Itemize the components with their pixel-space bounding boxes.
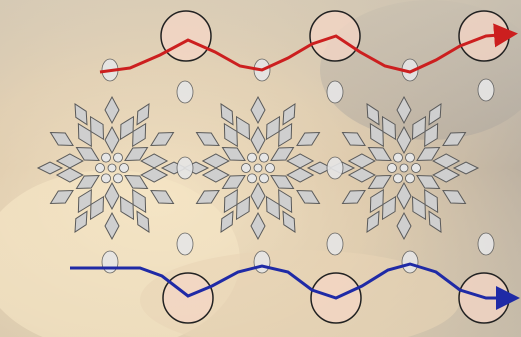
center-bead — [102, 174, 111, 183]
center-bead — [248, 174, 257, 183]
center-bead — [406, 174, 415, 183]
center-bead — [266, 164, 275, 173]
center-bead — [254, 164, 262, 172]
center-bead — [120, 164, 129, 173]
center-bead — [406, 153, 415, 162]
center-bead — [400, 164, 408, 172]
top-large-bead — [161, 11, 211, 61]
center-bead — [412, 164, 421, 173]
center-bead — [114, 153, 123, 162]
center-bead — [102, 153, 111, 162]
oval-bead — [177, 233, 193, 255]
oval-bead — [254, 251, 270, 273]
oval-bead — [402, 251, 418, 273]
center-bead — [260, 174, 269, 183]
center-bead — [394, 174, 403, 183]
center-bead — [114, 174, 123, 183]
center-bead — [260, 153, 269, 162]
center-bead — [242, 164, 251, 173]
oval-bead — [327, 81, 343, 103]
oval-bead — [478, 233, 494, 255]
oval-bead — [177, 81, 193, 103]
oval-bead — [327, 233, 343, 255]
oval-bead — [177, 157, 193, 179]
center-bead — [388, 164, 397, 173]
oval-bead — [327, 157, 343, 179]
center-bead — [108, 164, 116, 172]
center-bead — [96, 164, 105, 173]
bottom-large-bead — [163, 273, 213, 323]
oval-bead — [102, 251, 118, 273]
center-bead — [394, 153, 403, 162]
center-bead — [248, 153, 257, 162]
oval-bead — [478, 79, 494, 101]
